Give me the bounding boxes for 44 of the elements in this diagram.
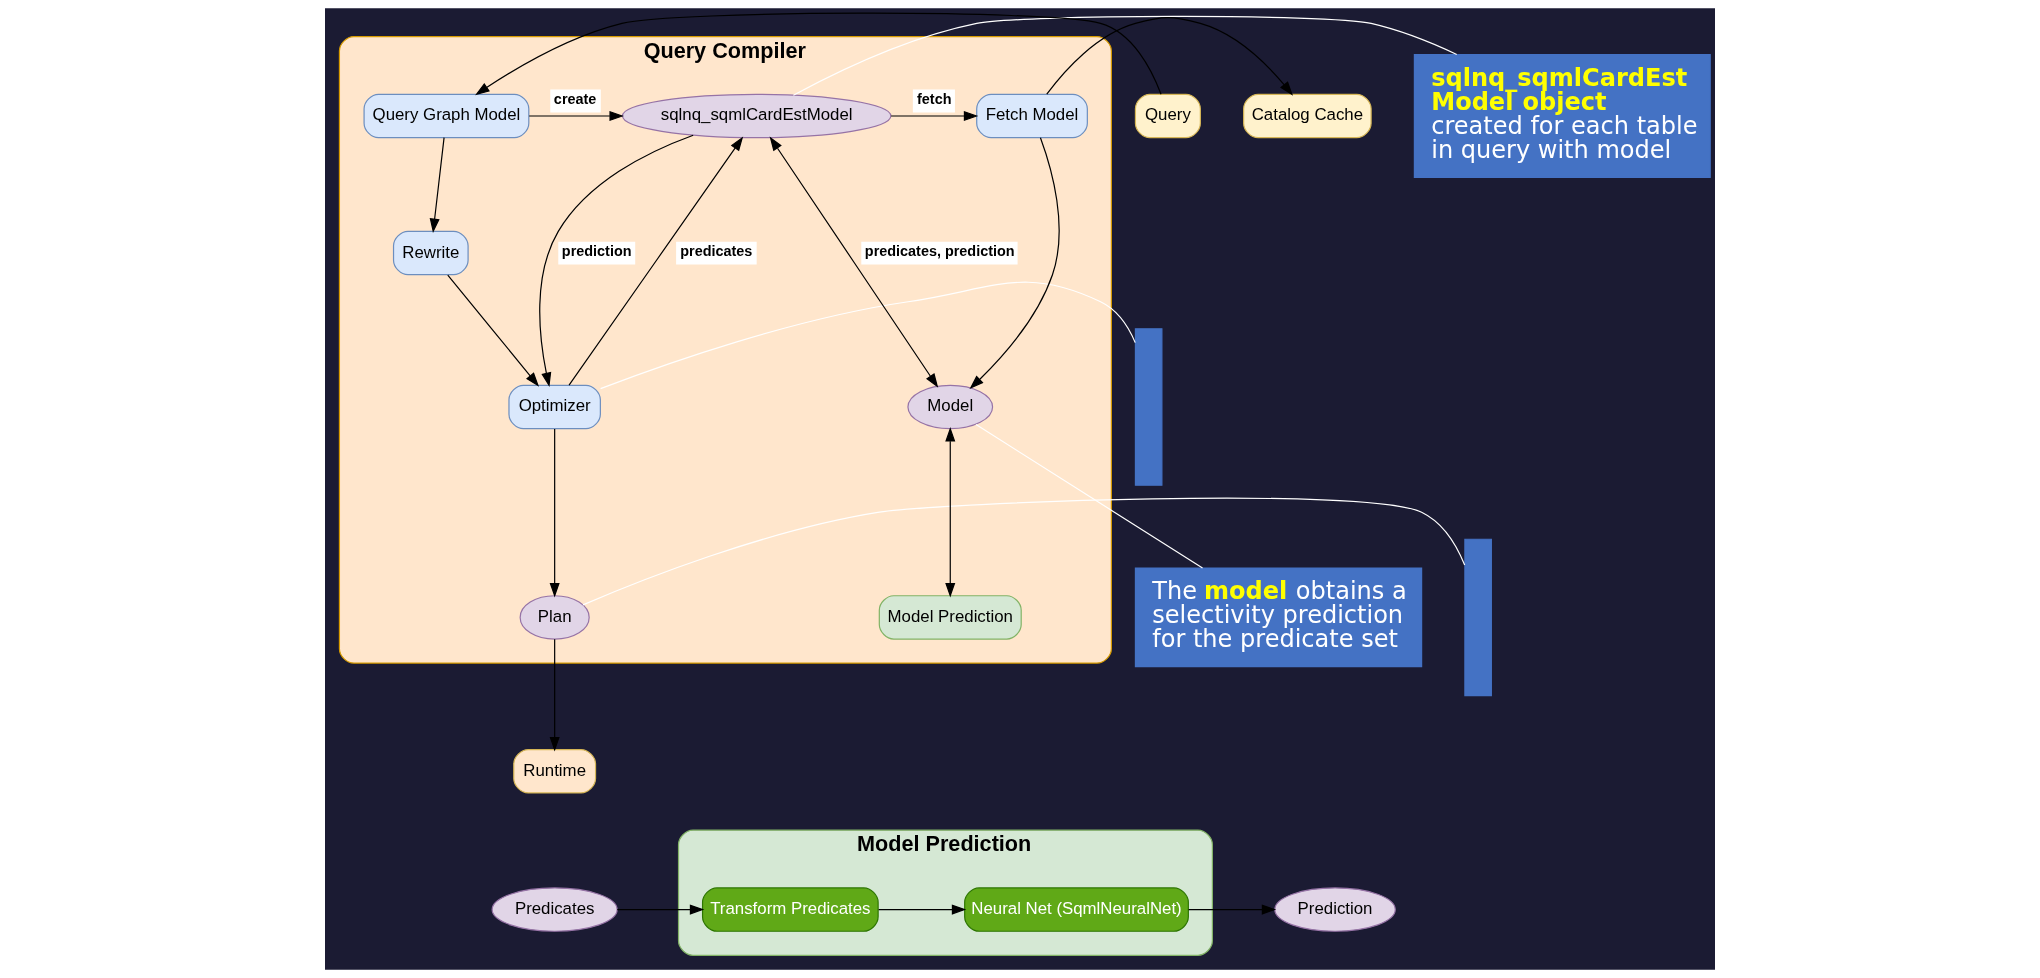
edge-label: prediction xyxy=(561,243,632,260)
node-ellipse: sqlnq_sqmlCardEstModel xyxy=(621,93,892,139)
arrow xyxy=(429,137,445,233)
edge-label: predicates, prediction xyxy=(864,243,1015,260)
arrow xyxy=(878,904,967,915)
node-box: Transform Predicates xyxy=(701,887,879,932)
node-box: The model obtains a selectivity prediction for the predicate set xyxy=(1134,567,1423,668)
arrow xyxy=(890,110,979,122)
node-box: Catalog Cache xyxy=(1243,93,1372,139)
node-box: sqlnq_sqmlCardEst Model object created for each table in query with model xyxy=(1413,54,1711,178)
arrow xyxy=(616,904,705,915)
node-ellipse: Predicates xyxy=(491,887,618,932)
edge-label: create xyxy=(553,91,597,108)
node-box: Query xyxy=(1134,93,1201,139)
node-box: Query Graph Model xyxy=(363,93,530,139)
arrow xyxy=(769,136,939,388)
connector xyxy=(600,281,1136,390)
node-box: Model Prediction xyxy=(878,595,1022,640)
arrow xyxy=(945,427,956,598)
arrow xyxy=(539,134,694,387)
connector xyxy=(975,423,1204,569)
connector xyxy=(582,497,1466,606)
node-box: Fetch Model xyxy=(976,93,1088,139)
arrow xyxy=(528,110,624,122)
edge-label: predicates xyxy=(680,243,753,260)
node-box: Rewrite xyxy=(392,230,469,276)
edge-label: fetch xyxy=(917,91,952,108)
node-ellipse: Plan xyxy=(519,595,590,640)
arrow xyxy=(568,136,744,386)
node-box xyxy=(1134,328,1163,486)
arrow xyxy=(1046,16,1294,96)
connector xyxy=(792,15,1458,96)
node-box xyxy=(1464,538,1492,697)
arrow xyxy=(969,137,1060,390)
node-ellipse: Prediction xyxy=(1274,887,1396,932)
node-box: Optimizer xyxy=(508,384,601,430)
arrow xyxy=(1188,904,1277,915)
arrow xyxy=(475,12,1162,96)
arrow xyxy=(549,428,560,598)
arrow xyxy=(549,638,560,752)
node-box: Runtime xyxy=(513,749,597,794)
node-box: Neural Net (SqmlNeuralNet) xyxy=(964,887,1189,932)
arrow xyxy=(447,274,540,387)
node-ellipse: Model xyxy=(907,384,994,430)
